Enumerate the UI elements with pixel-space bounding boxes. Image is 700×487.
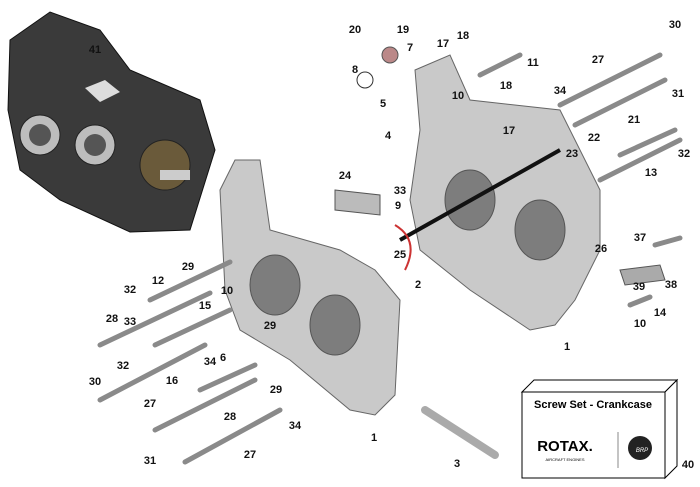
- callout: 5: [380, 98, 386, 110]
- callout: 3: [454, 458, 460, 470]
- callout: 41: [89, 44, 101, 56]
- callout: 39: [633, 281, 645, 293]
- callout: 31: [144, 455, 156, 467]
- callout: 29: [182, 261, 194, 273]
- callout: 15: [199, 300, 211, 312]
- callout: 32: [124, 284, 136, 296]
- callout: 23: [566, 148, 578, 160]
- callout: 34: [554, 85, 567, 97]
- callout: 4: [385, 130, 392, 142]
- rotax-subtitle: AIRCRAFT ENGINES: [545, 457, 584, 462]
- callout: 31: [672, 88, 684, 100]
- callout: 16: [166, 375, 178, 387]
- callout: 25: [394, 249, 406, 261]
- callout: 17: [503, 125, 515, 137]
- callout: 18: [500, 80, 512, 92]
- callout: 24: [339, 170, 352, 182]
- callout: 11: [527, 57, 539, 69]
- callout: 12: [152, 275, 164, 287]
- callout: 27: [592, 54, 604, 66]
- callout: 17: [437, 38, 449, 50]
- callout: 29: [264, 320, 276, 332]
- callout: 32: [117, 360, 129, 372]
- callout: 30: [669, 19, 681, 31]
- callout: 14: [654, 307, 667, 319]
- callout: 27: [144, 398, 156, 410]
- callout: 2: [415, 279, 421, 291]
- callout: 22: [588, 132, 600, 144]
- callout: 8: [352, 64, 358, 76]
- screw-set-box: Screw Set - Crankcase ROTAX. AIRCRAFT EN…: [520, 378, 694, 480]
- brp-logo-text: BRP: [636, 448, 648, 454]
- callout: 18: [457, 30, 469, 42]
- brp-logo-icon: [628, 436, 652, 460]
- bolts: [97, 46, 683, 465]
- callout: 19: [397, 24, 409, 36]
- rotax-logo: ROTAX.: [537, 438, 593, 455]
- callout: 28: [106, 313, 118, 325]
- callout: 32: [678, 148, 690, 160]
- callout: 6: [220, 352, 226, 364]
- callout: 38: [665, 279, 677, 291]
- callout: 34: [204, 356, 217, 368]
- callout: 37: [634, 232, 646, 244]
- callout: 20: [349, 24, 361, 36]
- assembled-engine: [7, 11, 216, 233]
- callout: 1: [371, 432, 377, 444]
- callout: 34: [289, 420, 302, 432]
- callout: 10: [634, 318, 646, 330]
- kit-title: Screw Set - Crankcase: [534, 399, 652, 411]
- callout: 33: [124, 316, 136, 328]
- callout-40: 40: [682, 459, 694, 471]
- callout: 10: [452, 90, 464, 102]
- callout: 13: [645, 167, 657, 179]
- callout: 30: [89, 376, 101, 388]
- crankcase-half-front: [219, 159, 401, 416]
- callout: 10: [221, 285, 233, 297]
- callout-labels: 41 20 19 7 8 17 18 11 5 10 18 34 27 30 3…: [89, 19, 690, 470]
- callout: 1: [564, 341, 570, 353]
- callout: 27: [244, 449, 256, 461]
- callout: 7: [407, 42, 413, 54]
- callout: 9: [395, 200, 401, 212]
- callout: 29: [270, 384, 282, 396]
- callout: 28: [224, 411, 236, 423]
- callout: 26: [595, 243, 607, 255]
- callout: 21: [628, 114, 640, 126]
- crankcase-half-rear: [399, 54, 601, 331]
- callout: 33: [394, 185, 406, 197]
